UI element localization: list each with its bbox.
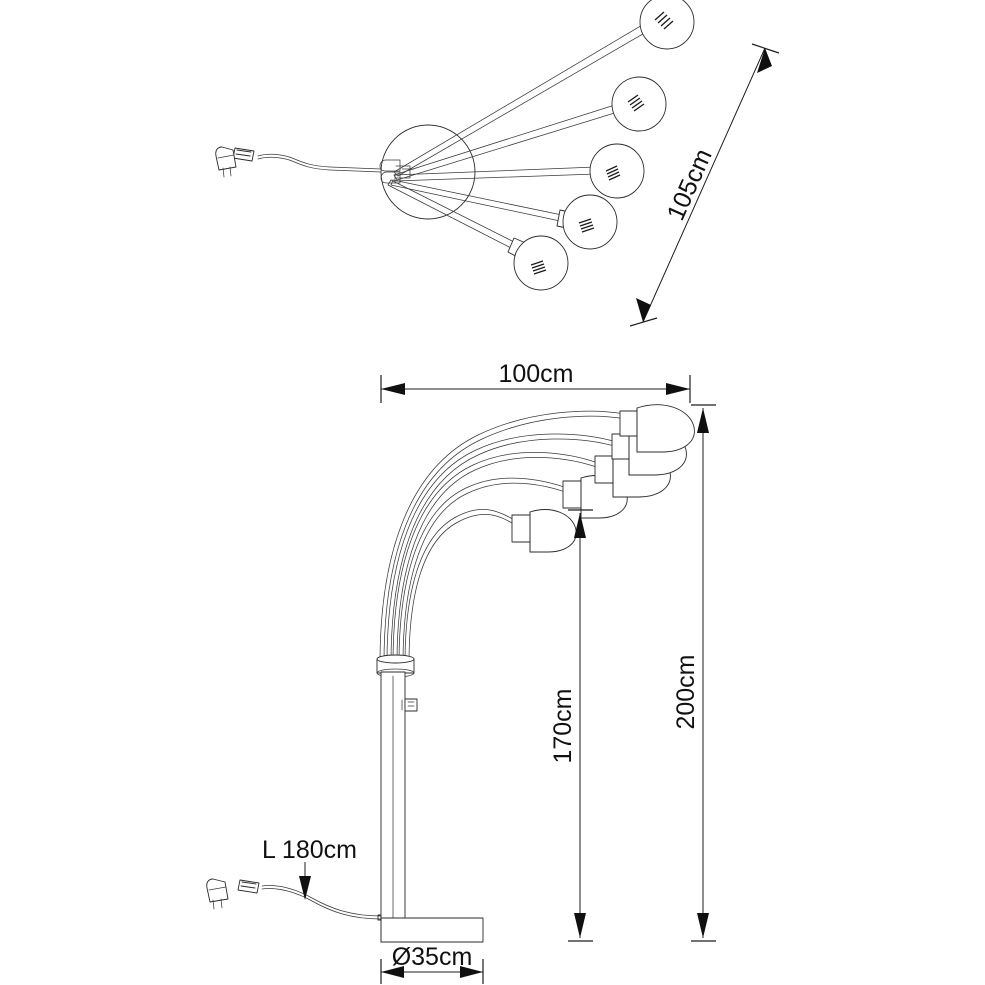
top-view-group: 105cm [215, 0, 780, 327]
top-view-arm-3 [394, 143, 645, 199]
dimension-reach-diagonal [629, 43, 780, 327]
bulb-hatch-icon-3 [605, 165, 621, 181]
front-view-pole-switch [401, 698, 418, 712]
front-view-power-cord [261, 885, 382, 921]
top-view-arm-5 [387, 179, 569, 291]
dimension-total-height [691, 404, 716, 942]
top-view-shade-2 [611, 76, 667, 132]
front-view-arms [379, 410, 627, 664]
dimension-label-cord-length: L 180cm [262, 836, 357, 864]
dimension-base-diameter [380, 959, 484, 984]
front-view-base-disc [380, 917, 484, 943]
dimension-label-total-height: 200cm [672, 654, 700, 729]
dimension-cord-length [299, 862, 311, 900]
front-view-shade-1 [619, 404, 695, 453]
top-view-shade-5 [513, 235, 569, 291]
front-view-shade-5 [511, 509, 577, 553]
top-view-plug [215, 146, 255, 178]
dimension-lowest-shade-height [568, 509, 593, 942]
dimension-label-base-diameter: Ø35cm [392, 943, 473, 971]
top-view-power-cord [257, 153, 382, 173]
bulb-hatch-icon-1 [654, 11, 674, 30]
dimension-label-lowest-shade-height: 170cm [549, 688, 577, 763]
front-view-plug [206, 878, 260, 910]
top-view-hub-fittings [379, 159, 415, 184]
dimension-label-reach-diagonal: 105cm [662, 145, 718, 225]
top-view-arm-1 [393, 0, 695, 177]
bulb-hatch-icon-2 [627, 94, 645, 112]
bulb-hatch-icon-5 [530, 260, 547, 275]
dimension-overhang-width [380, 375, 691, 403]
top-view-shade-1 [639, 0, 695, 50]
top-view-arm-4 [390, 179, 618, 250]
bulb-hatch-icon-4 [578, 218, 595, 233]
front-view-group: 100cm [206, 360, 716, 984]
dimension-label-overhang-width: 100cm [498, 360, 573, 388]
front-view-pole [380, 671, 406, 922]
front-view-pole-collar [376, 654, 415, 678]
top-view-shade-3 [589, 143, 645, 199]
top-view-arm-2 [393, 76, 667, 181]
